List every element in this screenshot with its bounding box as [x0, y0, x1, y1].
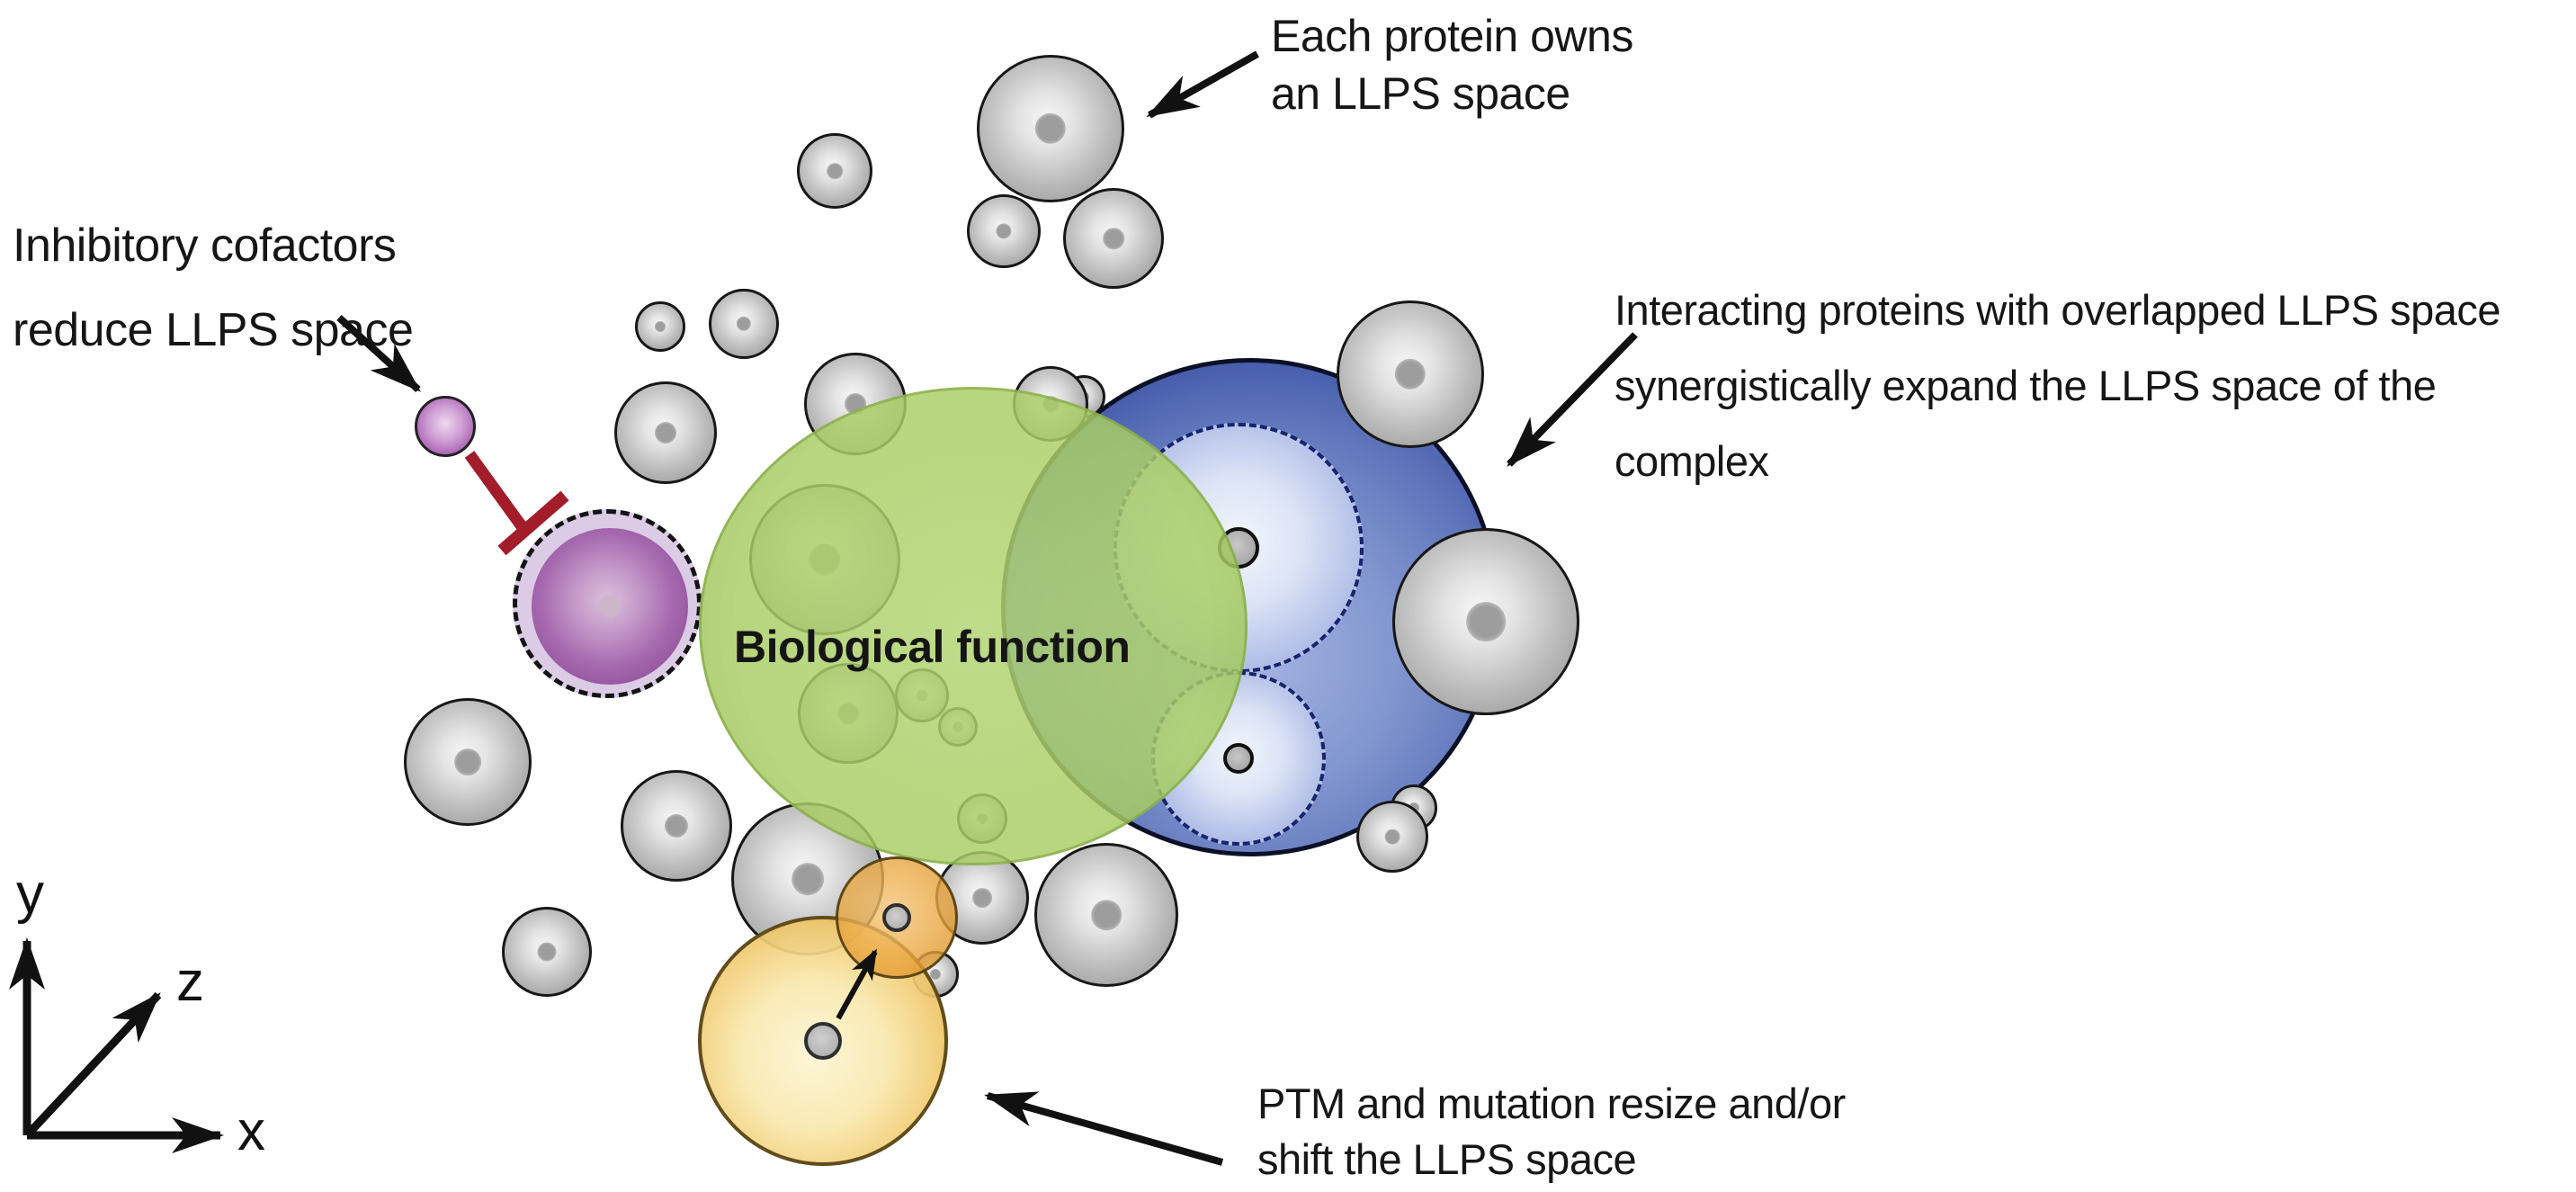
protein-llps-sphere [797, 133, 872, 209]
annotation-line: Each protein owns [1271, 11, 1633, 61]
inhibited-protein-sphere-center-dot [598, 595, 622, 618]
annotation-interacting-proteins: Interacting proteins with overlapped LLP… [1614, 273, 2501, 499]
protein-llps-sphere [614, 381, 717, 484]
interacting-protein-llps-subspace-center-dot [1223, 743, 1254, 774]
axis-label-z: z [176, 951, 204, 1013]
axis-label-x: x [237, 1100, 265, 1162]
protein-llps-sphere-center-dot [1394, 358, 1427, 390]
protein-llps-sphere-center-dot [537, 942, 557, 962]
annotation-arrows [336, 50, 1638, 1166]
protein-llps-sphere [621, 770, 732, 882]
protein-llps-sphere-center-dot [1466, 602, 1506, 641]
annotation-line: synergistically expand the LLPS space of… [1614, 362, 2437, 409]
original-llps-space-yellow-center-dot [804, 1022, 842, 1060]
annotation-line: PTM and mutation resize and/or [1257, 1080, 1846, 1127]
xyz-axis-icon [8, 937, 224, 1153]
protein-llps-sphere [709, 289, 779, 359]
protein-llps-sphere [967, 194, 1041, 268]
annotation-line: Interacting proteins with overlapped LLP… [1614, 286, 2501, 334]
protein-llps-sphere [502, 907, 592, 997]
protein-llps-sphere [977, 55, 1124, 202]
protein-llps-sphere [1063, 188, 1164, 289]
protein-llps-sphere-center-dot [930, 969, 941, 980]
annotation-each-protein: Each protein owns an LLPS space [1271, 7, 1633, 122]
biological-function-label: Biological function [734, 622, 1131, 672]
annotation-inhibitory-cofactors: Inhibitory cofactors reduce LLPS space [13, 203, 414, 372]
shifted-llps-space-orange-center-dot [882, 903, 911, 932]
protein-llps-sphere-center-dot [664, 813, 689, 838]
inhibitory-cofactor-sphere [415, 396, 476, 457]
protein-llps-sphere [1356, 801, 1428, 873]
protein-llps-sphere [1034, 843, 1178, 987]
protein-llps-sphere-center-dot [827, 163, 843, 179]
protein-llps-sphere-center-dot [972, 888, 992, 908]
inhibited-protein-sphere [532, 528, 688, 685]
protein-llps-sphere-center-dot [1384, 829, 1400, 845]
protein-llps-sphere-center-dot [655, 321, 666, 332]
protein-llps-sphere [1392, 528, 1579, 715]
inhibition-tbar-icon [464, 451, 569, 556]
protein-llps-sphere [1337, 300, 1484, 448]
protein-llps-sphere-center-dot [454, 748, 481, 775]
protein-llps-sphere-center-dot [1103, 228, 1124, 249]
biological-function-space [699, 387, 1248, 865]
annotation-line: reduce LLPS space [13, 304, 414, 356]
protein-llps-sphere-center-dot [996, 223, 1012, 239]
protein-llps-sphere-center-dot [1034, 112, 1067, 145]
protein-llps-sphere-center-dot [1091, 900, 1122, 930]
protein-llps-sphere-center-dot [736, 316, 752, 332]
shift-arrow-icon [836, 948, 878, 1020]
protein-llps-sphere-center-dot [792, 863, 824, 895]
annotation-line: Inhibitory cofactors [13, 220, 397, 272]
annotation-line: complex [1614, 437, 1769, 485]
axis-label-y: y [16, 863, 44, 925]
protein-llps-sphere [404, 698, 532, 826]
protein-llps-sphere-center-dot [655, 422, 676, 444]
annotation-line: an LLPS space [1271, 68, 1570, 119]
annotation-line: shift the LLPS space [1257, 1135, 1637, 1183]
protein-llps-sphere [635, 301, 685, 352]
annotation-ptm-mutation: PTM and mutation resize and/or shift the… [1257, 1076, 1846, 1188]
